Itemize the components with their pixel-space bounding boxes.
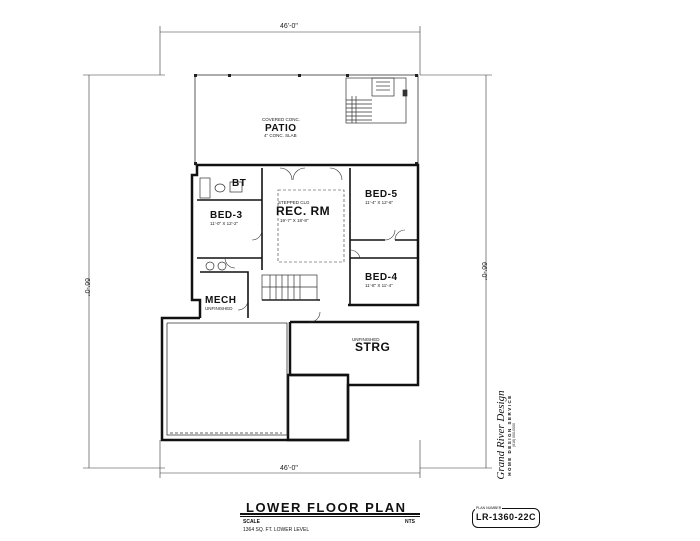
bottom-width-dimension: 46'-0" bbox=[280, 465, 298, 472]
left-depth-dimension: 66'-0" bbox=[83, 278, 90, 296]
plan-number: LR-1360-22C bbox=[475, 512, 537, 522]
area-note: 1364 SQ. FT. LOWER LEVEL bbox=[243, 527, 310, 533]
bed3-label: BED-3 bbox=[210, 210, 243, 221]
brand-name: Grand River Design bbox=[495, 390, 507, 480]
plan-number-box bbox=[472, 508, 540, 528]
brand-logo: Grand River Design HOME DESIGN SERVICE (… bbox=[495, 360, 516, 510]
scale-label: SCALE bbox=[243, 519, 260, 525]
patio-note2: 4" CONC. SLAB bbox=[264, 133, 297, 138]
plan-number-label: PLAN NUMBER bbox=[475, 506, 503, 510]
door-swings bbox=[224, 167, 406, 323]
garage-outline bbox=[166, 322, 288, 436]
patio-note: COVERED CONC. bbox=[262, 117, 300, 122]
bed3-size: 11'-0" X 12'-2" bbox=[210, 221, 238, 226]
exterior-stair bbox=[345, 77, 408, 124]
dimension-lines bbox=[83, 26, 492, 478]
rec-room-note: STEPPED CLG bbox=[278, 200, 310, 205]
rec-room-label: REC. RM bbox=[276, 204, 330, 218]
rec-room-size: 19'-7" X 18'-8" bbox=[280, 218, 309, 223]
mech-fixtures bbox=[205, 261, 227, 271]
bed5-label: BED-5 bbox=[365, 189, 398, 200]
brand-phone: (616) 000-0000 bbox=[512, 423, 516, 447]
bed4-label: BED-4 bbox=[365, 272, 398, 283]
mech-note: UNFINISHED bbox=[205, 306, 233, 311]
mech-label: MECH bbox=[205, 295, 236, 306]
bed5-size: 11'-4" X 12'-6" bbox=[365, 200, 393, 205]
scale-value: NTS bbox=[405, 519, 415, 525]
patio-label: PATIO bbox=[265, 123, 297, 134]
top-width-dimension: 46'-0" bbox=[280, 23, 298, 30]
right-depth-dimension: 66'-0" bbox=[480, 262, 487, 280]
interior-walls bbox=[197, 168, 418, 318]
title-underline bbox=[240, 513, 420, 515]
patio-posts bbox=[194, 74, 418, 165]
interior-stair bbox=[261, 274, 318, 301]
title-underline-thin bbox=[240, 516, 420, 517]
plan-title: LOWER FLOOR PLAN bbox=[246, 500, 407, 515]
patio-outline bbox=[194, 74, 419, 166]
exterior-walls bbox=[160, 163, 420, 442]
storage-label: STRG bbox=[355, 340, 390, 354]
bath-label: BT bbox=[232, 178, 246, 189]
bed4-size: 11'-8" X 11'-4" bbox=[365, 283, 393, 288]
storage-note: UNFINISHED bbox=[352, 337, 380, 342]
stepped-ceiling-outline bbox=[277, 189, 345, 263]
bath-fixtures bbox=[199, 177, 243, 199]
